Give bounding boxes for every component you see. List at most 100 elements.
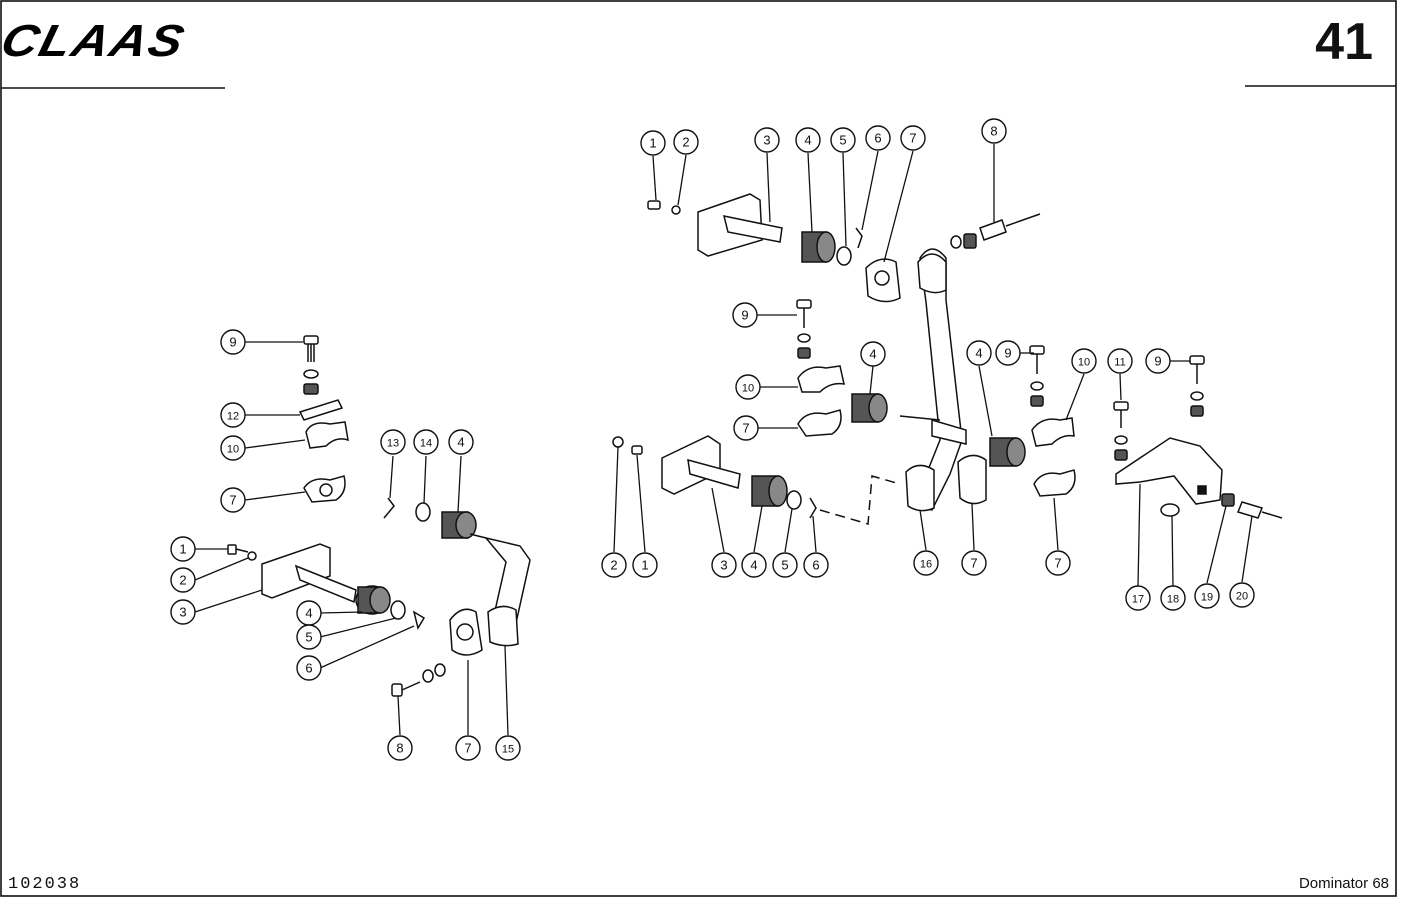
leader-line	[883, 150, 914, 263]
callout-right-1: 1	[632, 552, 658, 578]
callout-number: 6	[874, 131, 881, 146]
callout-circle	[981, 118, 1007, 144]
washer-part	[303, 369, 319, 379]
split-pin-part	[383, 497, 395, 519]
bearing-clamp-part	[797, 409, 842, 437]
mounting-bracket-part	[1115, 437, 1223, 505]
callout-number: 2	[610, 558, 617, 573]
callout-right-6: 6	[803, 552, 829, 578]
callout-circle	[220, 487, 246, 513]
washer-part	[1030, 381, 1044, 391]
callout-left-5: 5	[296, 624, 322, 650]
callout-circle	[711, 552, 737, 578]
callout-right-11: 11	[1107, 348, 1133, 374]
leader-line	[636, 454, 646, 553]
leader-line	[677, 154, 687, 206]
callout-circle	[865, 125, 891, 151]
callout-number: 11	[1114, 357, 1125, 369]
leader-line	[1119, 373, 1122, 401]
callout-right-16: 16	[913, 550, 939, 576]
callout-circle	[735, 374, 761, 400]
callout-circle	[448, 429, 474, 455]
callout-circle	[296, 655, 322, 681]
callout-right-4: 4	[795, 127, 821, 153]
pin-part	[931, 418, 967, 445]
washer-part	[1190, 391, 1204, 401]
roller-bearing-part	[355, 585, 391, 615]
callout-number: 9	[229, 335, 236, 350]
bolt-part	[796, 299, 812, 309]
callout-number: 12	[227, 411, 239, 423]
leader-line	[919, 509, 927, 551]
callout-number: 14	[420, 438, 432, 450]
bearing-clamp-part	[957, 454, 987, 505]
callout-number: 7	[1054, 556, 1061, 571]
bolt-part	[1236, 501, 1264, 519]
stub-shaft-part	[722, 215, 783, 243]
callout-circle	[601, 552, 627, 578]
flange-plate-part	[261, 543, 331, 599]
callout-circle	[1071, 348, 1097, 374]
roller-bearing-part	[989, 437, 1026, 467]
roller-bearing-part	[751, 475, 788, 507]
callout-left-12: 12	[220, 402, 246, 428]
callout-right-4: 4	[741, 552, 767, 578]
leader-line	[842, 152, 847, 247]
small-bolt-part	[647, 200, 661, 210]
callout-number: 20	[1236, 591, 1248, 603]
callout-left-6: 6	[296, 655, 322, 681]
callout-left-3: 3	[170, 599, 196, 625]
washer-part	[950, 235, 962, 249]
callout-right-2: 2	[673, 129, 699, 155]
leader-line	[613, 446, 619, 553]
callout-circle	[673, 129, 699, 155]
leader-line	[978, 365, 993, 437]
model-name: Dominator 68	[1298, 875, 1389, 892]
callout-number: 7	[970, 556, 977, 571]
callout-circle	[754, 127, 780, 153]
callout-right-10: 10	[1071, 348, 1097, 374]
callout-number: 5	[305, 630, 312, 645]
callout-circle	[640, 130, 666, 156]
leader-line	[1241, 515, 1253, 583]
callout-circle	[220, 329, 246, 355]
callout-circle	[170, 567, 196, 593]
callout-right-2: 2	[601, 552, 627, 578]
callout-number: 8	[396, 741, 403, 756]
callout-number: 2	[682, 135, 689, 150]
callout-number: 6	[305, 661, 312, 676]
washer-part	[1160, 503, 1180, 517]
leader-line	[1137, 483, 1141, 587]
callout-number: 16	[920, 559, 932, 571]
stub-shaft-part	[294, 564, 357, 604]
callout-number: 7	[229, 493, 236, 508]
callout-number: 17	[1132, 594, 1144, 606]
callout-left-9: 9	[220, 329, 246, 355]
small-washer-part	[247, 551, 257, 561]
callout-circle	[900, 125, 926, 151]
callout-number: 4	[305, 606, 312, 621]
callout-number: 19	[1201, 592, 1213, 604]
callout-circle	[741, 552, 767, 578]
roller-bearing-part	[851, 393, 888, 423]
nut-part	[797, 347, 811, 359]
callout-left-7: 7	[220, 487, 246, 513]
left-assembly	[227, 335, 531, 697]
callout-number: 1	[649, 136, 656, 151]
callout-circle	[732, 302, 758, 328]
callout-right-5: 5	[830, 127, 856, 153]
callout-right-9: 9	[1145, 348, 1171, 374]
bolt-part	[1113, 401, 1129, 411]
callout-right-10: 10	[735, 374, 761, 400]
leader-line	[1065, 373, 1085, 421]
callout-number: 10	[742, 383, 754, 395]
callout-circle	[170, 536, 196, 562]
callout-number: 7	[909, 131, 916, 146]
callout-number: 4	[975, 346, 982, 361]
callout-circle	[1045, 550, 1071, 576]
split-pin-part	[412, 610, 426, 630]
callout-circle	[860, 341, 886, 367]
leader-line	[711, 487, 725, 553]
